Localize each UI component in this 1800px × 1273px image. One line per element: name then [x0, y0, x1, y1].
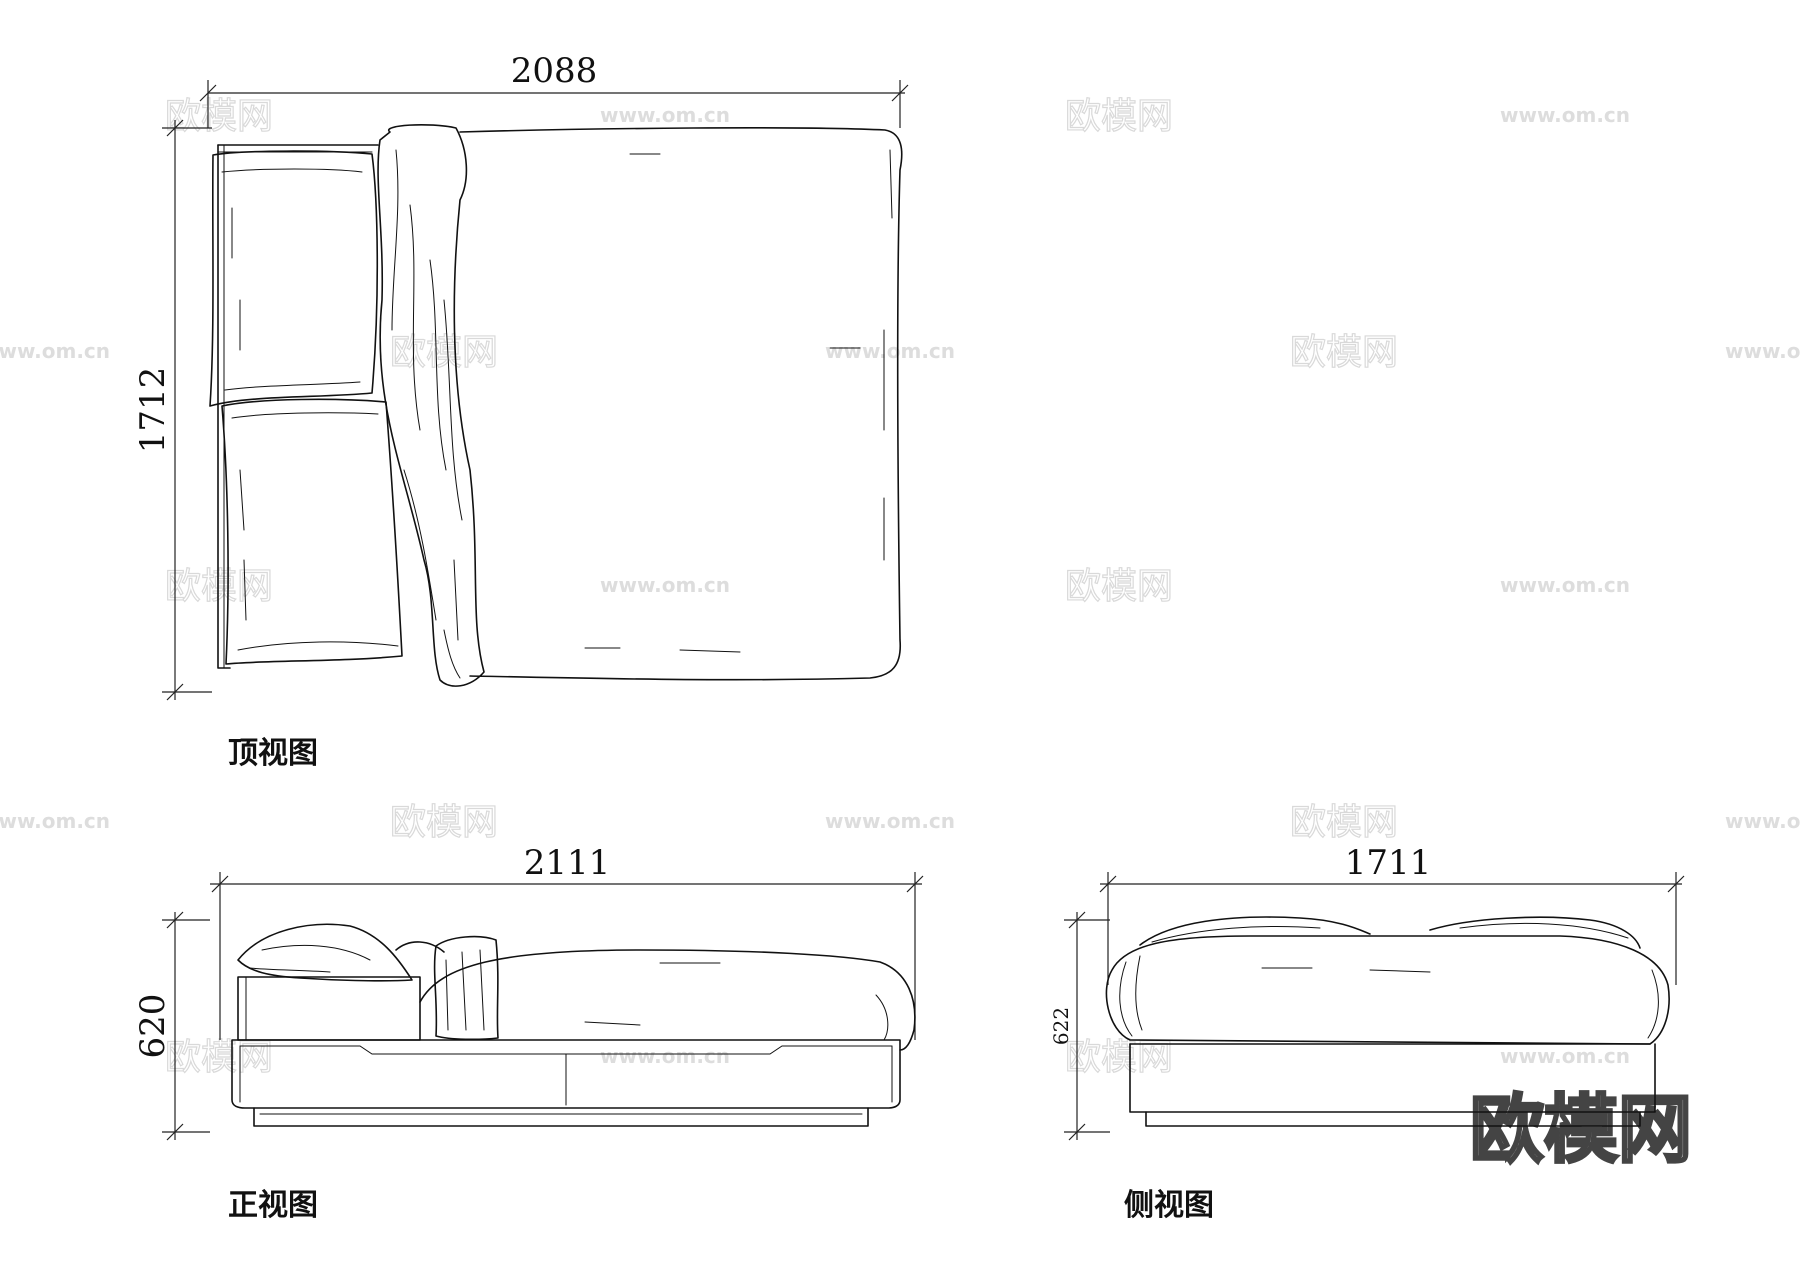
- watermark-url: www.om.cn: [825, 339, 955, 363]
- watermark-url: www.om.cn: [600, 573, 730, 597]
- top-height-dimension: 1712: [133, 119, 212, 701]
- front-blanket: [433, 935, 499, 1041]
- top-view-caption: 顶视图: [228, 736, 318, 771]
- watermark-url: www.om.cn: [0, 809, 110, 833]
- side-pillows: [1139, 916, 1641, 949]
- side-width-label: 1711: [1345, 843, 1432, 883]
- watermark-logo-large: 欧模网: [1470, 1087, 1692, 1173]
- front-width-dimension: 2111: [210, 843, 924, 1040]
- front-view-caption: 正视图: [228, 1188, 318, 1223]
- side-view: 1711 622: [1049, 843, 1685, 1223]
- watermark-url: www.om.cn: [1500, 573, 1630, 597]
- watermark-url: www.om.cn: [825, 809, 955, 833]
- top-height-label: 1712: [133, 367, 173, 454]
- front-height-dimension: 620: [133, 911, 210, 1141]
- watermark-logo: 欧模网: [390, 802, 498, 843]
- front-pillows: [237, 923, 445, 982]
- watermark-url: www.om.cn: [0, 339, 110, 363]
- watermark-url: www.om.cn: [1725, 809, 1800, 833]
- watermark-logo: 欧模网: [1065, 96, 1173, 137]
- top-view: 2088 1712: [133, 51, 909, 771]
- watermark-url: www.om.cn: [1725, 339, 1800, 363]
- front-height-label: 620: [133, 994, 173, 1059]
- headboard-outline: [217, 144, 379, 669]
- watermark-url: www.om.cn: [600, 1044, 730, 1068]
- front-headboard: [237, 976, 421, 1041]
- front-bed-base: [231, 1039, 901, 1127]
- side-height-dimension: 622: [1049, 911, 1110, 1141]
- side-width-dimension: 1711: [1099, 843, 1685, 985]
- top-blanket: [377, 124, 485, 687]
- front-width-label: 2111: [524, 843, 611, 883]
- watermark-logo: 欧模网: [1290, 802, 1398, 843]
- side-bed-base: [1129, 1043, 1656, 1127]
- watermark-logo: 欧模网: [1290, 332, 1398, 373]
- pillow-bottom: [221, 398, 403, 665]
- side-mattress: [1105, 935, 1670, 1045]
- top-mattress: [459, 127, 903, 681]
- front-mattress: [419, 949, 916, 1051]
- watermark-logo: 欧模网: [1065, 1037, 1173, 1078]
- watermark-url: www.om.cn: [1500, 1044, 1630, 1068]
- top-width-label: 2088: [511, 51, 598, 91]
- watermark-logo: 欧模网: [165, 96, 273, 137]
- watermark-logo: 欧模网: [165, 1037, 273, 1078]
- watermark-url: www.om.cn: [1500, 103, 1630, 127]
- top-width-dimension: 2088: [199, 51, 909, 128]
- watermark-logo: 欧模网: [165, 566, 273, 607]
- watermark-url: www.om.cn: [600, 103, 730, 127]
- front-view: 2111 620: [133, 843, 924, 1223]
- watermark-logo: 欧模网: [390, 332, 498, 373]
- side-height-label: 622: [1049, 1007, 1073, 1045]
- watermark-logo: 欧模网: [1065, 566, 1173, 607]
- side-view-caption: 侧视图: [1124, 1188, 1214, 1223]
- pillow-top: [209, 150, 379, 407]
